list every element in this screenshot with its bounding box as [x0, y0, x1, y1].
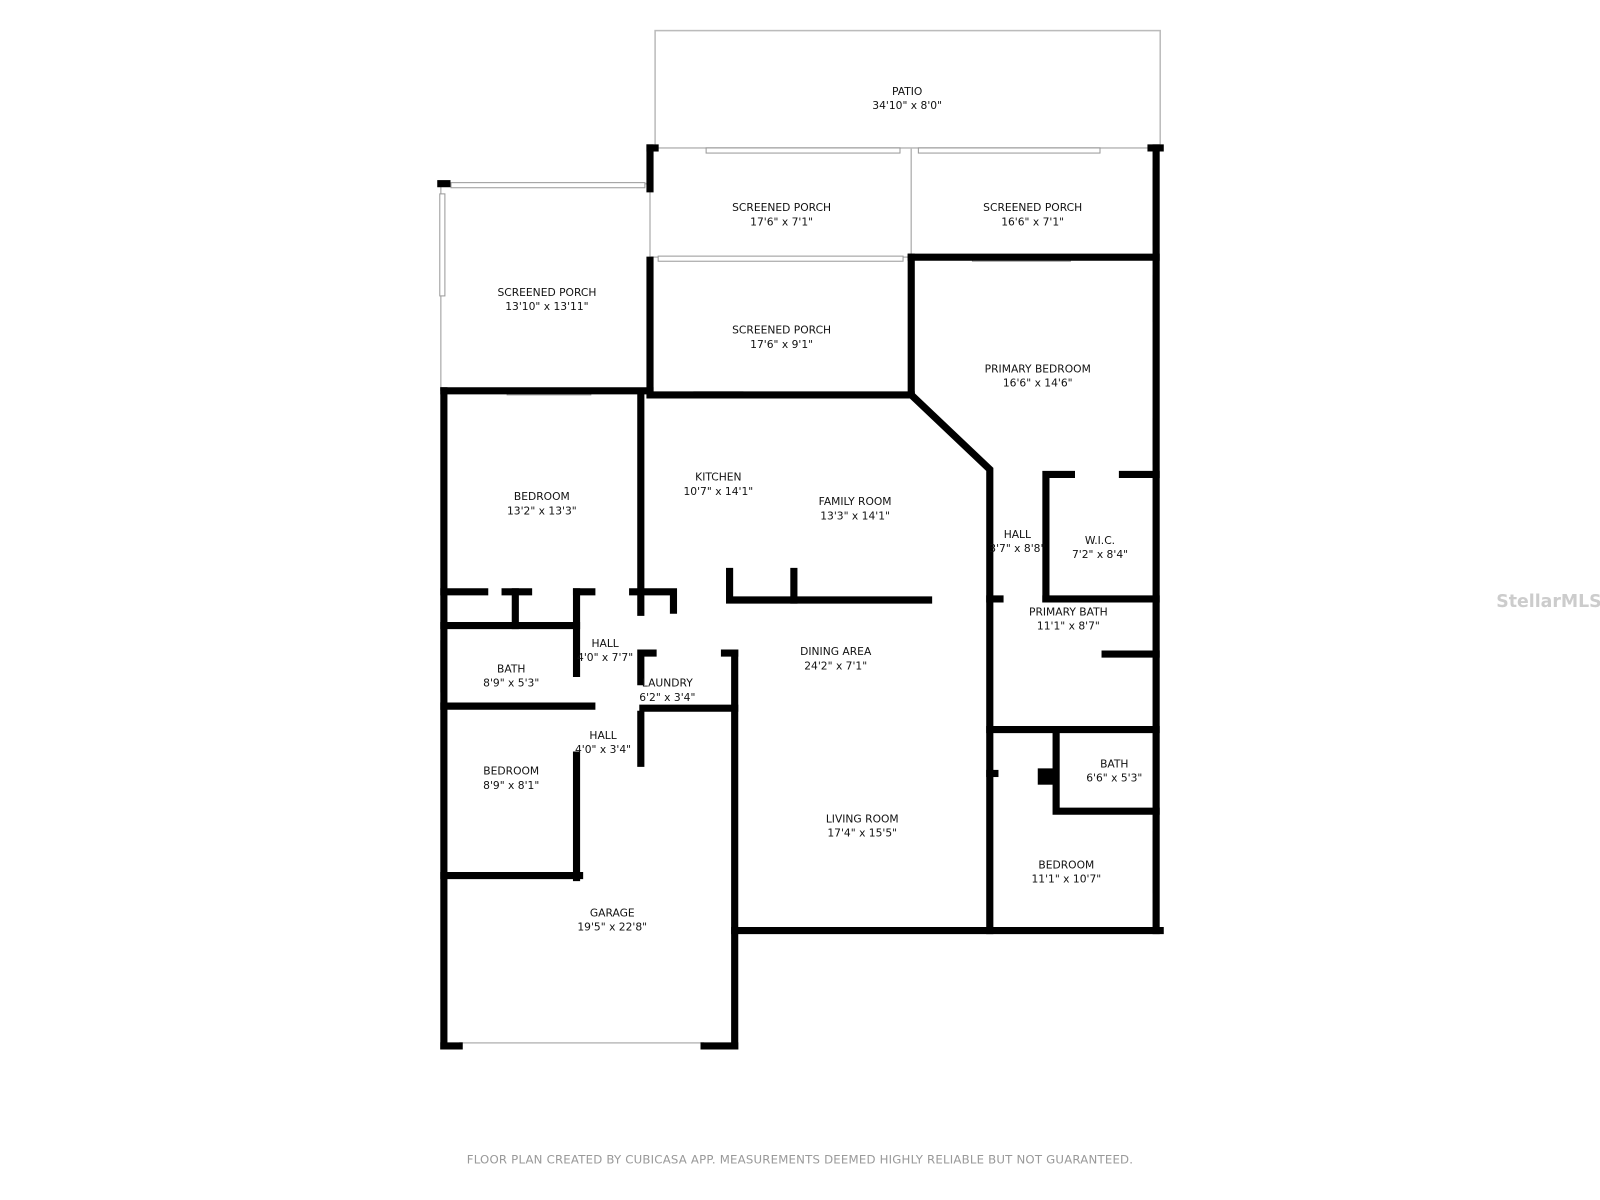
- walls: [437, 144, 1164, 1050]
- watermark-logo: StellarMLS: [1496, 592, 1600, 612]
- room-wic: W.I.C.7'2" x 8'4": [1072, 534, 1128, 561]
- footer-disclaimer: FLOOR PLAN CREATED BY CUBICASA APP. MEAS…: [467, 1152, 1133, 1166]
- thin-outlines: [439, 29, 1161, 1044]
